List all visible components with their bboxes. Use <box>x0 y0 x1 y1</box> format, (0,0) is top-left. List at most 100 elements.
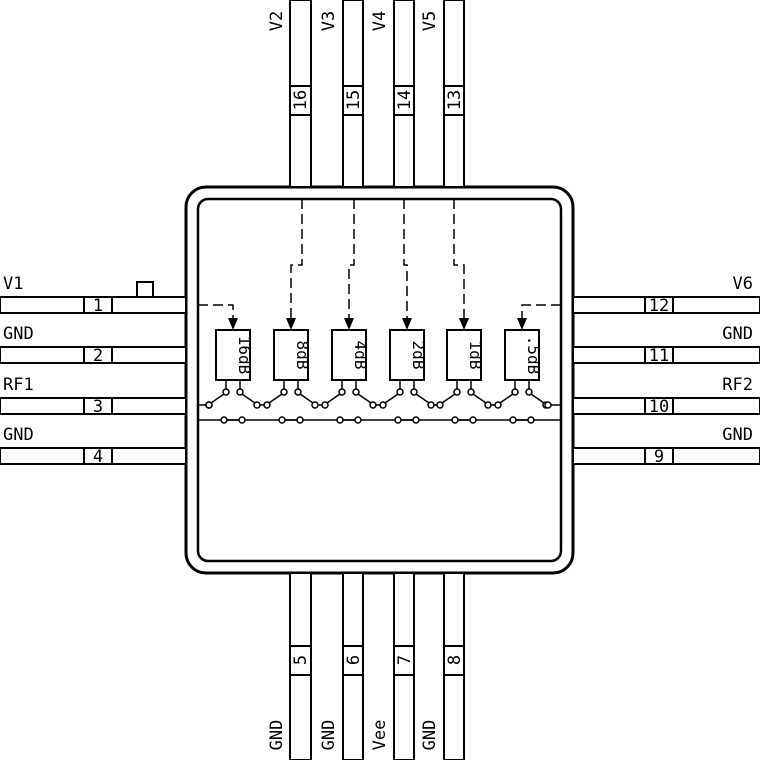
switch-contact <box>544 401 552 409</box>
attenuator-1db: 1dB <box>446 329 485 381</box>
switch-contact <box>394 416 402 424</box>
switch-contact <box>527 416 535 424</box>
switch-arm <box>210 393 225 404</box>
pin-6: 6 GND <box>319 572 364 760</box>
pin-10: 10 <box>572 397 760 417</box>
attenuator-2db: 2dB <box>389 329 428 381</box>
switch-contact <box>467 388 475 396</box>
pin-14: 14 V4 <box>370 0 415 188</box>
package-inner <box>196 197 563 563</box>
switch-contact <box>469 416 477 424</box>
control-line-v1 <box>198 304 234 322</box>
switch-contact <box>494 401 502 409</box>
switch-contact <box>354 416 362 424</box>
switch-contact <box>296 416 304 424</box>
svg-text:.5dB: .5dB <box>524 336 543 375</box>
switch-contact <box>236 388 244 396</box>
pin-5: 5 GND <box>267 572 312 760</box>
pin-12-label: V6 <box>733 274 753 294</box>
switch-contact <box>338 388 346 396</box>
control-line-v3 <box>348 199 355 322</box>
switch-arm <box>415 393 430 404</box>
switch-contact <box>294 388 302 396</box>
pin-2-number: 2 <box>93 346 103 366</box>
pin-12: 12 <box>572 296 760 316</box>
pin-8: 8 GND <box>420 572 465 760</box>
svg-text:2dB: 2dB <box>409 341 428 370</box>
pin-16-number: 16 <box>291 90 311 110</box>
pin-16-label: V2 <box>267 11 287 31</box>
switch-arm <box>241 393 256 404</box>
switch-arm <box>299 393 314 404</box>
pin-13: 13 V5 <box>420 0 465 188</box>
arrowhead <box>459 318 469 330</box>
pin-7-label: Vee <box>370 720 390 751</box>
pin-13-label: V5 <box>420 11 440 31</box>
pin-14-number: 14 <box>395 90 415 110</box>
svg-text:16dB: 16dB <box>235 336 254 375</box>
pin-10-number: 10 <box>649 397 669 417</box>
pin-6-label: GND <box>319 720 339 751</box>
arrowhead <box>228 318 238 330</box>
switch-arm <box>357 393 372 404</box>
switch-contact <box>525 388 533 396</box>
switch-arm <box>530 393 545 404</box>
switch-contact <box>280 388 288 396</box>
svg-text:4dB: 4dB <box>351 341 370 370</box>
pin-2-label: GND <box>3 324 34 344</box>
svg-text:1dB: 1dB <box>466 341 485 370</box>
pin-15-label: V3 <box>319 11 339 31</box>
switch-arm <box>499 393 514 404</box>
pin-10-label: RF2 <box>722 375 753 395</box>
switch-contact <box>453 388 461 396</box>
switch-contact <box>436 401 444 409</box>
pin-14-label: V4 <box>370 11 390 31</box>
switch-contact <box>412 416 420 424</box>
switch-contact <box>511 388 519 396</box>
pin-6-number: 6 <box>344 655 364 665</box>
switch-contact <box>336 416 344 424</box>
pin-15: 15 V3 <box>319 0 364 188</box>
pin-12-number: 12 <box>649 296 669 316</box>
pin-11-number: 11 <box>649 346 669 366</box>
pin-3-number: 3 <box>93 397 103 417</box>
control-line-v5 <box>453 199 465 322</box>
switch-contact <box>220 416 228 424</box>
pin-16: 16 V2 <box>267 0 312 188</box>
switch-contact <box>410 388 418 396</box>
pin-9: 9 <box>572 447 760 467</box>
pin-1-notch <box>132 281 158 298</box>
arrowhead <box>344 318 354 330</box>
switch-arm <box>384 393 399 404</box>
attenuator-16db: 16dB <box>215 329 254 381</box>
pin-9-number: 9 <box>654 447 664 467</box>
pin-7: 7 Vee <box>370 572 415 760</box>
pin-2: 2 <box>0 346 187 366</box>
switch-contact <box>238 416 246 424</box>
package-outer <box>184 185 575 575</box>
switch-contact <box>222 388 230 396</box>
pin-5-number: 5 <box>291 655 311 665</box>
pin-7-number: 7 <box>395 655 415 665</box>
arrowhead <box>286 318 296 330</box>
attenuator-4db: 4dB <box>331 329 370 381</box>
pin-11-label: GND <box>722 324 753 344</box>
switch-arm <box>268 393 283 404</box>
attenuator-05db: .5dB <box>504 329 543 381</box>
pin-8-label: GND <box>420 720 440 751</box>
pin-1: 1 <box>0 296 187 316</box>
switch-contact <box>451 416 459 424</box>
switch-contact <box>263 401 271 409</box>
pin-4-label: GND <box>3 425 34 445</box>
pin-3-label: RF1 <box>3 375 34 395</box>
switch-arm <box>472 393 487 404</box>
pin-4-number: 4 <box>93 447 103 467</box>
pin-4: 4 <box>0 447 187 467</box>
pin-8-number: 8 <box>445 655 465 665</box>
switch-contact <box>205 401 213 409</box>
switch-contact <box>396 388 404 396</box>
control-line-v6 <box>521 304 561 322</box>
switch-contact <box>278 416 286 424</box>
switch-contact <box>509 416 517 424</box>
